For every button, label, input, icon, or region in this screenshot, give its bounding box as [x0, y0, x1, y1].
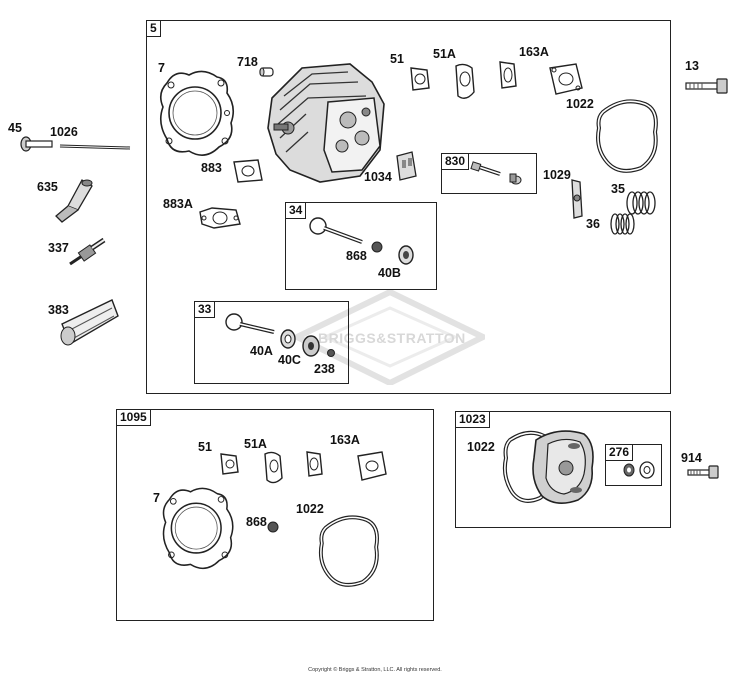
spring-retainer-icon: [398, 245, 414, 265]
box-tag-33: 33: [194, 301, 216, 318]
label-883: 883: [201, 161, 222, 175]
kit-label-163a: 163A: [330, 433, 360, 447]
rocker-arm-icon: [571, 179, 583, 219]
valve-spring-second-icon: [610, 213, 635, 235]
label-163a: 163A: [519, 45, 549, 59]
valve-cover-icon: [532, 430, 594, 504]
label-7: 7: [158, 61, 165, 75]
label-45: 45: [8, 121, 22, 135]
valve-keeper-icon: [327, 349, 335, 357]
label-337: 337: [48, 241, 69, 255]
kit-valve-cover-gasket-icon: [318, 515, 379, 587]
watermark-logo: [295, 290, 485, 385]
label-51a: 51A: [433, 47, 456, 61]
kit-label-51a: 51A: [244, 437, 267, 451]
kit-carburetor-gasket-icon: [357, 451, 387, 481]
valve-retainer-icon: [280, 329, 296, 349]
label-35: 35: [611, 182, 625, 196]
adjust-screw-icon: [470, 161, 522, 185]
cylinder-head-icon: [267, 63, 385, 183]
kit-label-868: 868: [246, 515, 267, 529]
kit-label-7: 7: [153, 491, 160, 505]
breather-tube-icon: [20, 136, 53, 152]
label-883a: 883A: [163, 197, 193, 211]
valve-cover-gasket-icon: [596, 99, 658, 173]
carburetor-gasket-icon: [549, 63, 583, 95]
label-635: 635: [37, 180, 58, 194]
spark-plug-icon: [69, 237, 106, 266]
kit-label-1022: 1022: [296, 502, 324, 516]
box-tag-830: 830: [441, 153, 470, 170]
label-1034: 1034: [364, 170, 392, 184]
label-1026: 1026: [50, 125, 78, 139]
label-1022: 1022: [566, 97, 594, 111]
watermark-text: BRIGGS&STRATTON: [318, 330, 466, 346]
cover-label-1022: 1022: [467, 440, 495, 454]
kit-head-gasket-icon: [162, 487, 234, 570]
box-tag-1023: 1023: [455, 411, 490, 428]
exhaust-gasket-alt-icon: [199, 207, 241, 229]
label-1029: 1029: [543, 168, 571, 182]
exhaust-valve-icon: [309, 217, 363, 244]
label-868: 868: [346, 249, 367, 263]
dowel-pin-icon: [259, 67, 274, 77]
kit-insulator-gasket-icon: [264, 451, 283, 484]
kit-label-51: 51: [198, 440, 212, 454]
guide-plate-icon: [396, 151, 417, 181]
flat-washer-icon: [639, 461, 655, 479]
label-718: 718: [237, 55, 258, 69]
valve-spring-icon: [626, 191, 656, 215]
valve-rotator-icon: [302, 335, 320, 357]
label-383: 383: [48, 303, 69, 317]
head-bolt-icon: [685, 78, 728, 94]
copyright-text: Copyright © Briggs & Stratton, LLC. All …: [308, 667, 442, 673]
box-tag-1095: 1095: [116, 409, 151, 426]
label-238: 238: [314, 362, 335, 376]
kit-intake-gasket-icon: [220, 453, 239, 475]
box-tag-34: 34: [285, 202, 307, 219]
label-13: 13: [685, 59, 699, 73]
box-5: 5: [146, 20, 671, 394]
intake-gasket-icon: [410, 67, 430, 91]
valve-seal-icon: [371, 241, 383, 253]
box-1023: 1023: [455, 411, 671, 528]
box-33: 33: [194, 301, 349, 384]
seal-washer-icon: [623, 463, 635, 477]
box-34: 34: [285, 202, 437, 290]
box-276: 276: [605, 444, 662, 486]
label-40c: 40C: [278, 353, 301, 367]
box-tag-276: 276: [605, 444, 634, 461]
cover-screw-icon: [687, 465, 719, 479]
exhaust-gasket-icon: [233, 159, 263, 183]
insulator-gasket-icon: [455, 63, 475, 99]
label-40a: 40A: [250, 344, 273, 358]
box-tag-5: 5: [146, 20, 161, 37]
push-rod-icon: [59, 144, 131, 150]
heat-shield-icon: [60, 299, 119, 346]
kit-spacer-gasket-icon: [306, 451, 323, 477]
label-914: 914: [681, 451, 702, 465]
kit-valve-seal-icon: [267, 521, 279, 533]
label-51: 51: [390, 52, 404, 66]
label-40b: 40B: [378, 266, 401, 280]
box-830: 830: [441, 153, 537, 194]
spark-plug-boot-icon: [55, 179, 93, 223]
spacer-gasket-icon: [499, 61, 517, 89]
head-gasket-icon: [159, 70, 235, 156]
intake-valve-icon: [225, 313, 275, 334]
label-36: 36: [586, 217, 600, 231]
box-1095: 1095: [116, 409, 434, 621]
